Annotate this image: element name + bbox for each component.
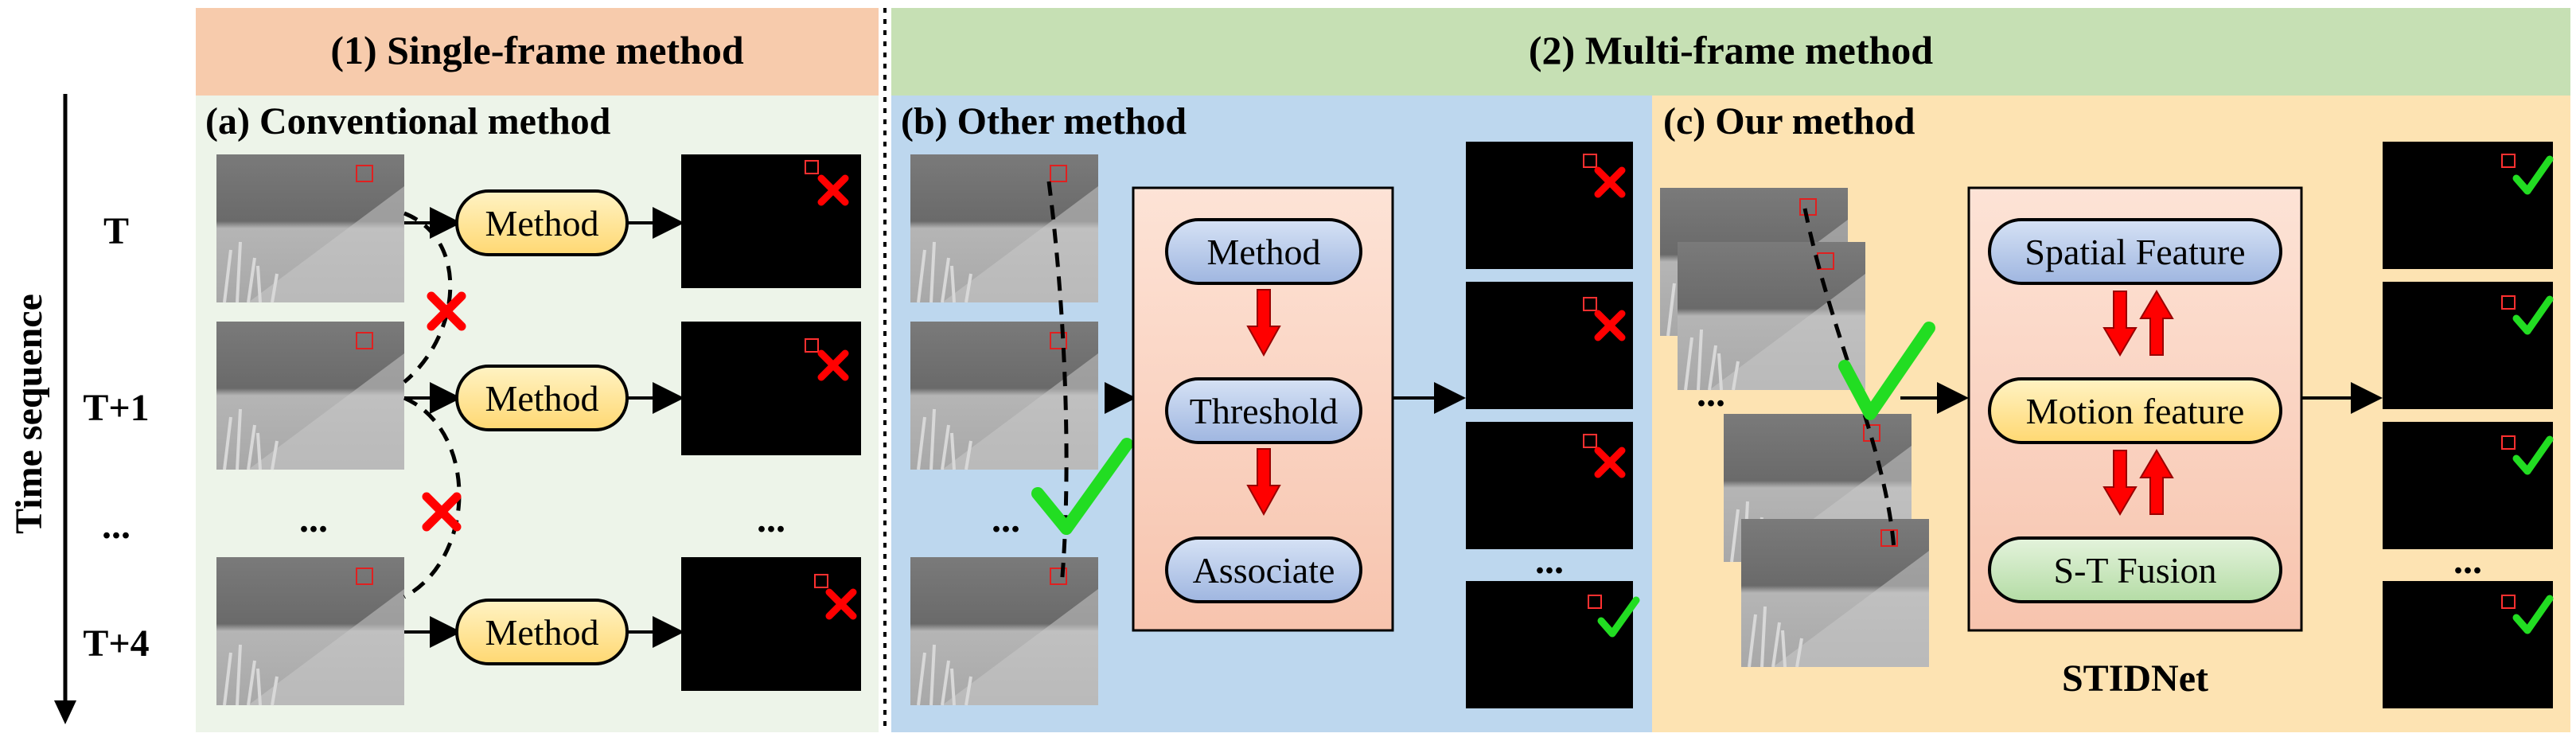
output-frame-t4 bbox=[681, 557, 861, 691]
step-label-threshold: Threshold bbox=[1190, 391, 1339, 431]
time-axis-arrowhead bbox=[54, 700, 76, 724]
link-t1-t4 bbox=[403, 396, 462, 599]
check-icon bbox=[1031, 438, 1133, 535]
tick-t1: T+1 bbox=[83, 387, 149, 429]
input-frame bbox=[909, 556, 1100, 707]
input-frame-t4 bbox=[215, 556, 406, 707]
panel-b-ellipsis-right: ... bbox=[1535, 540, 1564, 582]
panel-c-ellipsis-left: ... bbox=[1697, 372, 1725, 415]
module-label-motion: Motion feature bbox=[2026, 391, 2245, 431]
time-axis-title: Time sequence bbox=[8, 294, 50, 534]
input-frame bbox=[909, 153, 1100, 304]
output-frame bbox=[2383, 581, 2553, 708]
down-arrow bbox=[2102, 291, 2138, 357]
panel-a-ellipsis-right: ... bbox=[757, 498, 785, 540]
network-name: STIDNet bbox=[2062, 657, 2208, 700]
down-arrow bbox=[1246, 448, 1281, 517]
output-frame bbox=[1466, 581, 1633, 708]
module-pill-spatial bbox=[1988, 218, 2282, 285]
check-icon bbox=[1597, 596, 1640, 638]
input-frame-t1 bbox=[215, 320, 406, 471]
tick-ellipsis: ... bbox=[102, 505, 131, 547]
cross-icon bbox=[817, 174, 849, 206]
single-frame-header-bar bbox=[196, 8, 879, 96]
stacked-frame bbox=[1676, 240, 1867, 392]
cross-icon bbox=[817, 349, 849, 381]
output-frame bbox=[1466, 422, 1633, 549]
tick-t4: T+4 bbox=[83, 622, 149, 665]
module-label-spatial: Spatial Feature bbox=[2025, 232, 2245, 272]
input-frame bbox=[909, 320, 1100, 471]
cross-icon bbox=[1594, 166, 1626, 198]
cross-icon bbox=[422, 492, 462, 532]
panel-c-title: (c) Our method bbox=[1663, 100, 1915, 142]
cross-icon bbox=[1594, 310, 1626, 341]
panel-c-ellipsis-right: ... bbox=[2453, 540, 2482, 582]
method-label-t4: Method bbox=[485, 612, 598, 653]
multi-frame-header: (2) Multi-frame method bbox=[1529, 28, 1933, 72]
cross-icon bbox=[825, 588, 857, 620]
tick-t: T bbox=[103, 210, 129, 252]
check-icon bbox=[2512, 595, 2554, 634]
output-frame bbox=[2383, 282, 2553, 409]
module-label-fusion: S-T Fusion bbox=[2054, 550, 2217, 591]
single-frame-header: (1) Single-frame method bbox=[330, 28, 744, 72]
step-label-method: Method bbox=[1206, 232, 1320, 272]
up-arrow bbox=[2139, 290, 2174, 356]
panel-a-ellipsis-left: ... bbox=[299, 498, 328, 540]
panel-b-title: (b) Other method bbox=[901, 100, 1187, 142]
step-label-associate: Associate bbox=[1193, 550, 1335, 591]
check-icon bbox=[2512, 435, 2554, 475]
output-frame bbox=[2383, 142, 2553, 269]
output-frame bbox=[2383, 422, 2553, 549]
link-t-t1 bbox=[403, 211, 453, 384]
multi-frame-header-bar bbox=[891, 8, 2570, 96]
output-frame bbox=[1466, 282, 1633, 409]
method-label-t: Method bbox=[485, 203, 598, 244]
panel-b-ellipsis-left: ... bbox=[992, 498, 1020, 540]
output-frame-t1 bbox=[681, 322, 861, 455]
step-pill-threshold bbox=[1165, 377, 1362, 444]
step-pill-associate bbox=[1165, 536, 1362, 603]
method-label-t1: Method bbox=[485, 378, 598, 419]
down-arrow bbox=[1246, 289, 1281, 357]
association-track bbox=[1046, 181, 1069, 587]
module-pill-fusion bbox=[1988, 536, 2282, 603]
check-icon bbox=[2512, 155, 2554, 195]
panel-a-title: (a) Conventional method bbox=[205, 100, 611, 142]
output-frame-t bbox=[681, 154, 861, 288]
step-pill-method bbox=[1165, 218, 1362, 285]
down-arrow bbox=[2102, 450, 2138, 516]
stacked-frame bbox=[1740, 517, 1931, 669]
output-frame bbox=[1466, 142, 1633, 269]
cross-icon bbox=[1594, 447, 1626, 478]
up-arrow bbox=[2139, 449, 2174, 515]
check-icon bbox=[2512, 295, 2554, 335]
check-icon bbox=[1838, 322, 1935, 420]
module-pill-motion bbox=[1988, 377, 2282, 444]
input-frame-t bbox=[215, 153, 406, 304]
cross-icon bbox=[427, 291, 466, 331]
association-track bbox=[1802, 208, 1896, 550]
